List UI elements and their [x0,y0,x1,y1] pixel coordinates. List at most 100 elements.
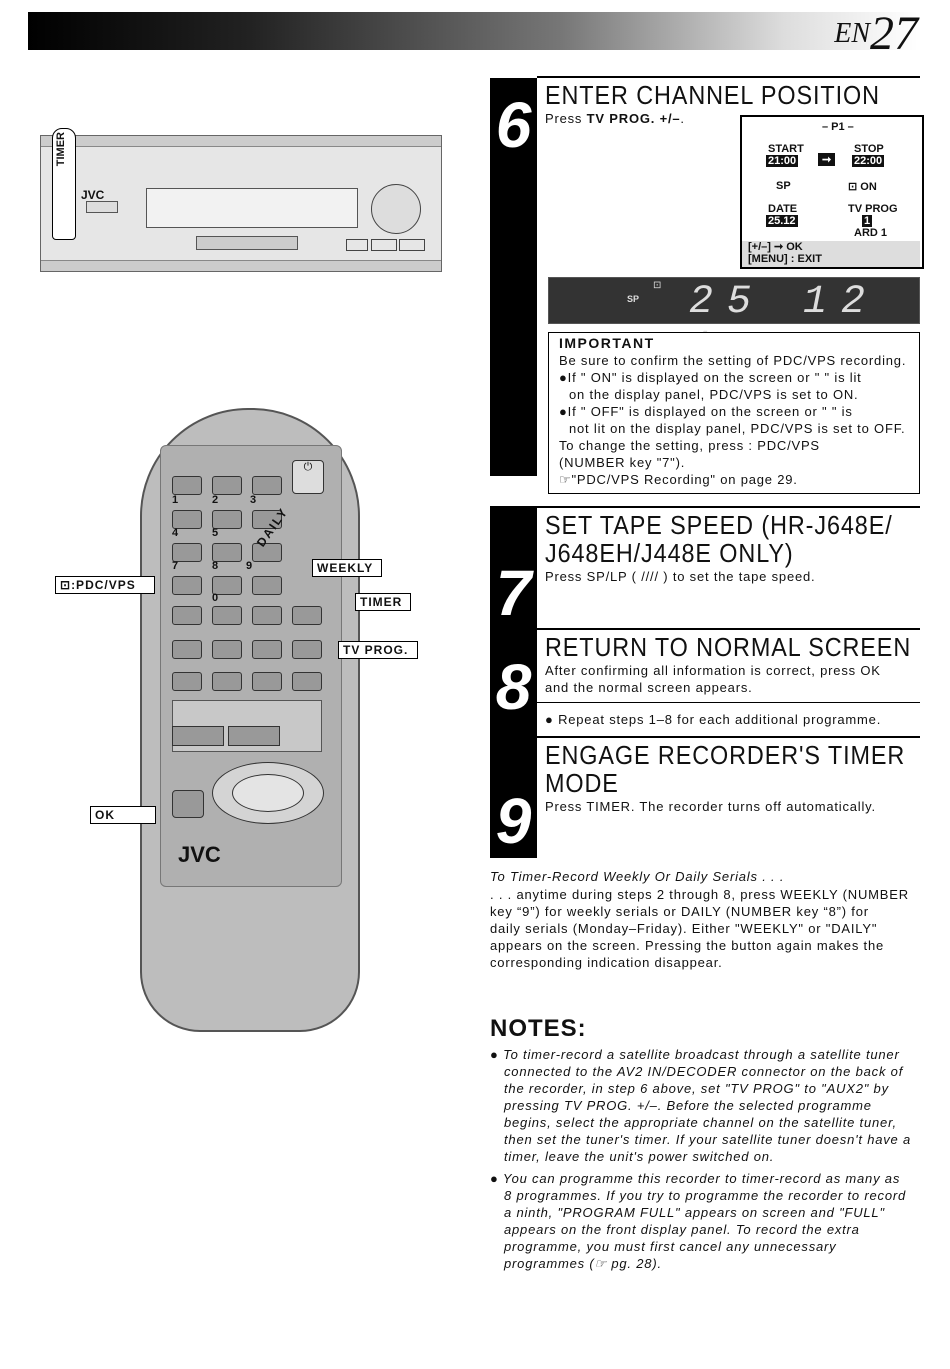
pdcvps-callout: ⊡:PDC/VPS [55,576,155,594]
remote-btn [292,606,322,625]
step-6-title: ENTER CHANNEL POSITION [545,80,880,110]
note-line: connected to the AV2 IN/DECODER connecto… [504,1064,904,1079]
osd-start-label: START [768,143,804,155]
key-1: 1 [172,494,179,506]
power-icon: ⏻ [292,460,324,494]
page-number: 27 [870,7,918,60]
osd-stop-label: STOP [854,143,884,155]
pdcvps-label: :PDC/VPS [71,578,136,592]
pdc-icon: ⊡ [60,578,72,592]
note-2: ● You can programme this recorder to tim… [490,1170,920,1272]
osd-stop-value: 22:00 [852,155,885,167]
step-7-number: 7 [495,557,532,629]
osd-start-value: 21:00 [766,155,799,167]
remote-btn [172,476,202,495]
remote-btn [252,543,282,562]
remote-btn [212,640,242,659]
remote-btn [212,543,242,562]
power-button [86,201,118,213]
remote-btn [212,672,242,691]
step-6-bar: 6 [490,78,537,476]
key-8: 8 [212,560,219,572]
note-line: timer, leave the unit's power switched o… [504,1149,775,1164]
serials-line: key “9”) for weekly serials or DAILY (NU… [490,904,869,919]
pause-button [346,239,368,251]
important-box: IMPORTANT Be sure to confirm the setting… [548,332,920,494]
serials-line: . . . anytime during steps 2 through 8, … [490,887,909,902]
osd-foot-1: [+/–] ➞ OK [748,241,803,253]
step-6-rule [537,76,920,78]
step-8-bullet: ● Repeat steps 1–8 for each additional p… [545,712,882,727]
key-0: 0 [212,592,219,604]
cassette-slot [146,188,358,228]
onscreen-display: – P1 – START 21:00 ➞ STOP 22:00 SP ⊡ ON … [740,115,924,269]
stop-button [228,726,280,746]
step-9-title-1: ENGAGE RECORDER'S TIMER [545,740,906,770]
step-9-number: 9 [495,785,532,857]
remote-btn [212,606,242,625]
ok-callout: OK [90,806,156,824]
step-7-rule [537,506,920,508]
step-9-instruction: Press TIMER. The recorder turns off auto… [545,799,876,814]
note-line: programme, you must first cancel any unn… [504,1239,837,1254]
panel-speed: SP [627,294,640,304]
vcr-brand: JVC [81,188,105,202]
notes-title: NOTES: [490,1015,587,1042]
step-6-instruction: Press TV PROG. +/–. [545,110,685,127]
important-line: (NUMBER key "7"). [559,455,686,470]
key-9: 9 [246,560,253,572]
note-line: ● To timer-record a satellite broadcast … [490,1047,900,1062]
serials-line: corresponding indication disappear. [490,955,723,970]
important-line: ☞"PDC/VPS Recording" on page 29. [559,472,798,487]
panel-digits: 25 12 1 [689,280,880,370]
key-7: 7 [172,560,179,572]
record-button [172,726,224,746]
osd-tvprog-name: ARD 1 [854,227,888,239]
key-2: 2 [212,494,219,506]
remote-btn [212,476,242,495]
important-line: Be sure to confirm the setting of PDC/VP… [559,353,907,368]
rewind-button [371,239,397,251]
tv-prog-key: TV PROG. +/– [586,111,681,126]
remote-btn [172,543,202,562]
timer-callout: TIMER [55,132,67,167]
header-bar [28,12,918,50]
step-8-rule [537,628,920,630]
step-9-bar: 9 [490,736,537,858]
display-window [196,236,298,250]
osd-foot-2: [MENU] : EXIT [748,253,822,265]
remote-btn [252,640,282,659]
note-1: ● To timer-record a satellite broadcast … [490,1046,920,1165]
pdc-icon: ⊡ [848,181,858,193]
remote-btn [252,672,282,691]
osd-footer: [+/–] ➞ OK[MENU] : EXIT [742,241,920,267]
osd-tvprog-label: TV PROG [848,203,898,215]
remote-btn [212,576,242,595]
remote-btn [292,672,322,691]
serials-line: daily serials (Monday–Friday). Either "W… [490,921,878,936]
front-display-panel: SP ⊡ 25 12 1 [548,277,920,370]
remote-btn [172,672,202,691]
key-3: 3 [250,494,257,506]
timer-button-callout: TIMER [355,593,411,611]
osd-speed: SP [776,180,791,192]
remote-btn [252,510,282,529]
osd-date-label: DATE [768,203,798,215]
arrow-icon: ➞ [818,153,836,166]
remote-brand: JVC [178,842,221,867]
note-line: begins, select the appropriate channel o… [504,1115,897,1130]
key-4: 4 [172,527,179,539]
remote-btn [252,576,282,595]
step-8-title: RETURN TO NORMAL SCREEN [545,632,912,662]
important-line: not lit on the display panel, PDC/VPS is… [569,421,906,436]
serials-heading: To Timer-Record Weekly Or Daily Serials … [490,869,785,884]
step-8-line: and the normal screen appears. [545,680,753,695]
language-code: EN [834,18,870,49]
remote-btn [172,576,202,595]
ok-center [232,774,304,812]
step-8-bar: 8 [490,628,537,736]
ffwd-button [399,239,425,251]
serials-line: appears on the screen. Pressing the butt… [490,938,885,953]
note-line: appears on the front display panel. To r… [504,1222,860,1237]
step-8-line: After confirming all information is corr… [545,663,881,678]
